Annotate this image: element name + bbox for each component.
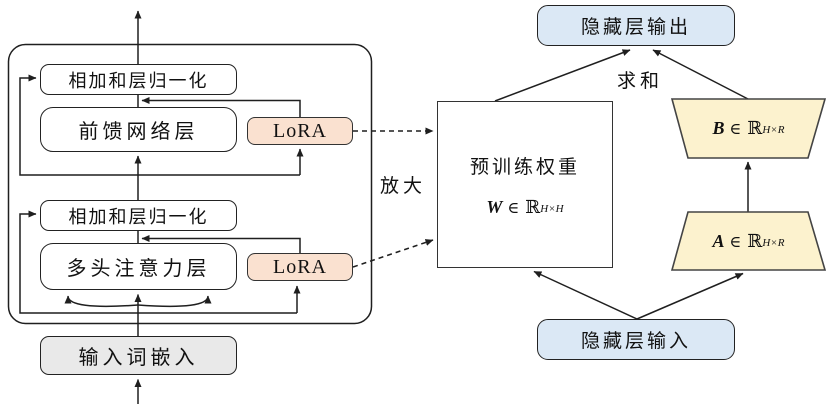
pretrained-weights-box: 预训练权重 W ∈ ℝ H×H — [437, 101, 613, 268]
feed-forward-box: 前馈网络层 — [40, 107, 237, 152]
matrix-a-label: A ∈ ℝ H×R — [672, 212, 825, 270]
add-norm-bottom-box: 相加和层归一化 — [40, 200, 237, 231]
transformer-block-outline — [7, 43, 373, 325]
input-to-a-arrow — [636, 272, 744, 320]
lora-attn-output-line — [141, 235, 301, 253]
lora-ffn-output-line — [141, 97, 301, 117]
lora-attention-box: LoRA — [247, 253, 353, 281]
w-symbol: W — [486, 196, 503, 217]
a-dimensions: H×R — [762, 236, 785, 249]
qkv-right-arrow — [137, 295, 212, 308]
lora-ffn-box: LoRA — [247, 117, 353, 145]
pretrained-weights-title: 预训练权重 — [469, 156, 580, 178]
matrix-b-trapezoid — [670, 98, 827, 159]
hidden-input-box: 隐藏层输入 — [537, 319, 735, 360]
element-of-symbol: ∈ — [729, 233, 742, 251]
w-to-output-arrow — [494, 49, 631, 102]
qkv-left-arrow — [64, 295, 139, 308]
magnify-label: 放大 — [379, 175, 426, 197]
real-set-symbol: ℝ — [525, 196, 541, 217]
input-embedding-box: 输入词嵌入 — [40, 336, 237, 375]
matrix-b-label: B ∈ ℝ H×R — [672, 99, 825, 158]
hidden-output-box: 隐藏层输出 — [537, 5, 735, 46]
matrix-a-trapezoid — [670, 211, 827, 271]
magnify-dashed-arrow-bottom — [352, 239, 434, 268]
real-set-symbol: ℝ — [747, 230, 763, 251]
b-symbol: B — [712, 118, 725, 138]
sum-label: 求和 — [616, 70, 663, 92]
element-of-symbol: ∈ — [729, 121, 742, 138]
add-norm-top-box: 相加和层归一化 — [40, 64, 237, 95]
real-set-symbol: ℝ — [747, 118, 763, 138]
attn-residual-line — [19, 210, 297, 314]
b-to-output-arrow — [652, 49, 749, 100]
pretrained-weights-formula: W ∈ ℝ H×H — [486, 197, 563, 218]
input-to-w-arrow — [533, 270, 638, 320]
ffn-residual-line — [19, 74, 300, 176]
multi-head-attention-box: 多头注意力层 — [40, 243, 237, 290]
b-dimensions: H×R — [762, 124, 785, 136]
w-dimensions: H×H — [540, 202, 564, 215]
element-of-symbol: ∈ — [507, 199, 520, 217]
a-symbol: A — [712, 230, 725, 251]
